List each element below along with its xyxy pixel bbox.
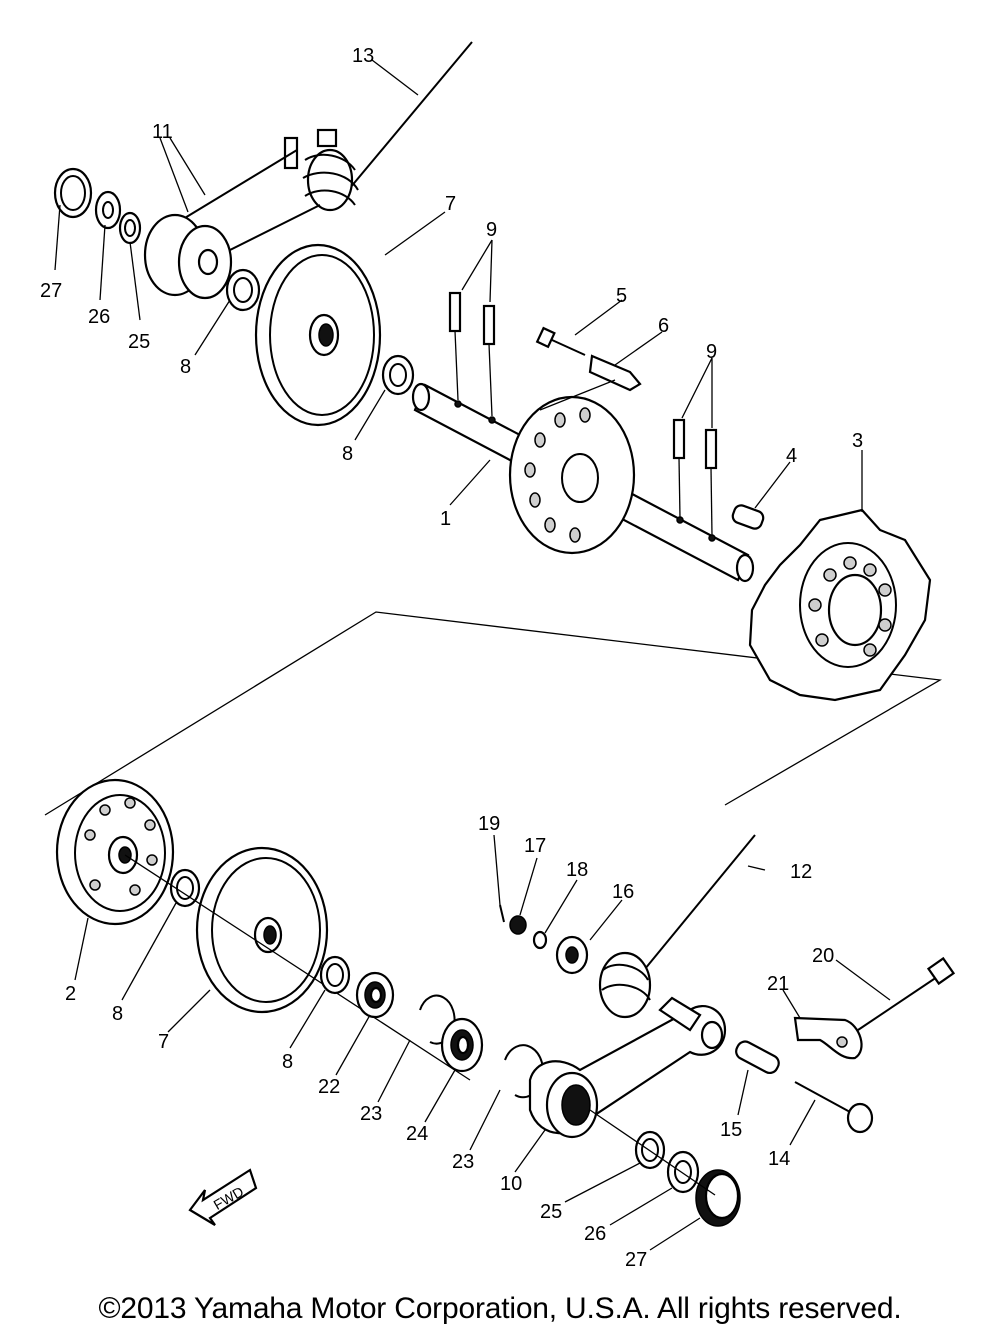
callout-22: 22 (318, 1076, 340, 1098)
callout-8: 8 (180, 356, 191, 378)
callout-7: 7 (445, 193, 456, 215)
assembly-outline (44, 611, 943, 816)
part-25-washer-lower (634, 1130, 666, 1170)
callout-8: 8 (112, 1003, 123, 1025)
callout-26: 26 (584, 1223, 606, 1245)
part-hub-plate (508, 395, 636, 555)
part-8-ring-d (319, 955, 351, 995)
part-12-rod (639, 834, 756, 976)
callout-20: 20 (812, 945, 834, 967)
callout-13: 13 (352, 45, 374, 67)
callout-8: 8 (282, 1051, 293, 1073)
callout-25: 25 (540, 1201, 562, 1223)
part-9-pins-right (672, 418, 718, 536)
callout-23: 23 (452, 1151, 474, 1173)
part-20-bolt (857, 956, 956, 1031)
callout-16: 16 (612, 881, 634, 903)
part-25-washer-upper (118, 211, 142, 245)
part-8-ring-c (169, 868, 201, 908)
callout-19: 19 (478, 813, 500, 835)
callout-2: 2 (65, 983, 76, 1005)
part-18-washer (532, 930, 548, 950)
part-13-rod (349, 41, 473, 189)
part-24-bearing (440, 1017, 484, 1073)
callout-8: 8 (342, 443, 353, 465)
callout-26: 26 (88, 306, 110, 328)
callout-9: 9 (706, 341, 717, 363)
part-26-washer-lower (666, 1150, 700, 1194)
part-5-bolt (535, 326, 586, 356)
part-6-bracket (539, 354, 642, 411)
callout-14: 14 (768, 1148, 790, 1170)
fwd-arrow-icon: FWD (188, 1168, 258, 1226)
callout-6: 6 (658, 315, 669, 337)
part-8-ring-a (225, 268, 261, 312)
callout-25: 25 (128, 331, 150, 353)
part-16-spring (598, 951, 702, 1032)
callout-12: 12 (790, 861, 812, 883)
part-19-pin (499, 904, 505, 923)
part-2-hub (55, 778, 175, 926)
callout-27: 27 (625, 1249, 647, 1271)
part-7-idler-wheel-upper (254, 243, 382, 427)
callout-5: 5 (616, 285, 627, 307)
part-15-sleeve (735, 1040, 780, 1075)
part-4-sleeve (731, 504, 765, 530)
part-16-washer (555, 935, 589, 975)
part-10-arm (528, 1004, 727, 1139)
part-27-cap-lower (695, 1169, 741, 1227)
callout-15: 15 (720, 1119, 742, 1141)
callout-labels: 13 11 27 26 25 8 7 9 5 6 8 1 9 4 3 2 8 7… (40, 45, 863, 1271)
part-8-ring-b (381, 354, 415, 396)
callout-18: 18 (566, 859, 588, 881)
leader-lines (54, 59, 891, 1251)
callout-1: 1 (440, 508, 451, 530)
part-7-idler-wheel-lower (195, 846, 329, 1014)
callout-27: 27 (40, 280, 62, 302)
part-11-spring-assembly (143, 128, 359, 300)
part-21-bracket (793, 1016, 863, 1060)
part-9-pins-upper (448, 291, 496, 417)
parts-diagram: FWD (40, 41, 956, 1271)
copyright-notice: ©2013 Yamaha Motor Corporation, U.S.A. A… (98, 1292, 902, 1325)
callout-23: 23 (360, 1103, 382, 1125)
callout-4: 4 (786, 445, 797, 467)
part-17-nut (509, 915, 527, 935)
part-14-bolt (794, 1081, 874, 1134)
part-23-clip-b (504, 1044, 545, 1099)
part-26-washer-upper (94, 190, 122, 230)
callout-10: 10 (500, 1173, 522, 1195)
callout-11: 11 (152, 121, 173, 143)
part-3-sprocket (748, 508, 932, 702)
callout-3: 3 (852, 430, 863, 452)
callout-17: 17 (524, 835, 546, 857)
callout-7: 7 (158, 1031, 169, 1053)
callout-21: 21 (767, 973, 789, 995)
callout-24: 24 (406, 1123, 428, 1145)
part-27-cap-upper (53, 167, 93, 219)
callout-9: 9 (486, 219, 497, 241)
part-22-bearing (355, 971, 395, 1019)
